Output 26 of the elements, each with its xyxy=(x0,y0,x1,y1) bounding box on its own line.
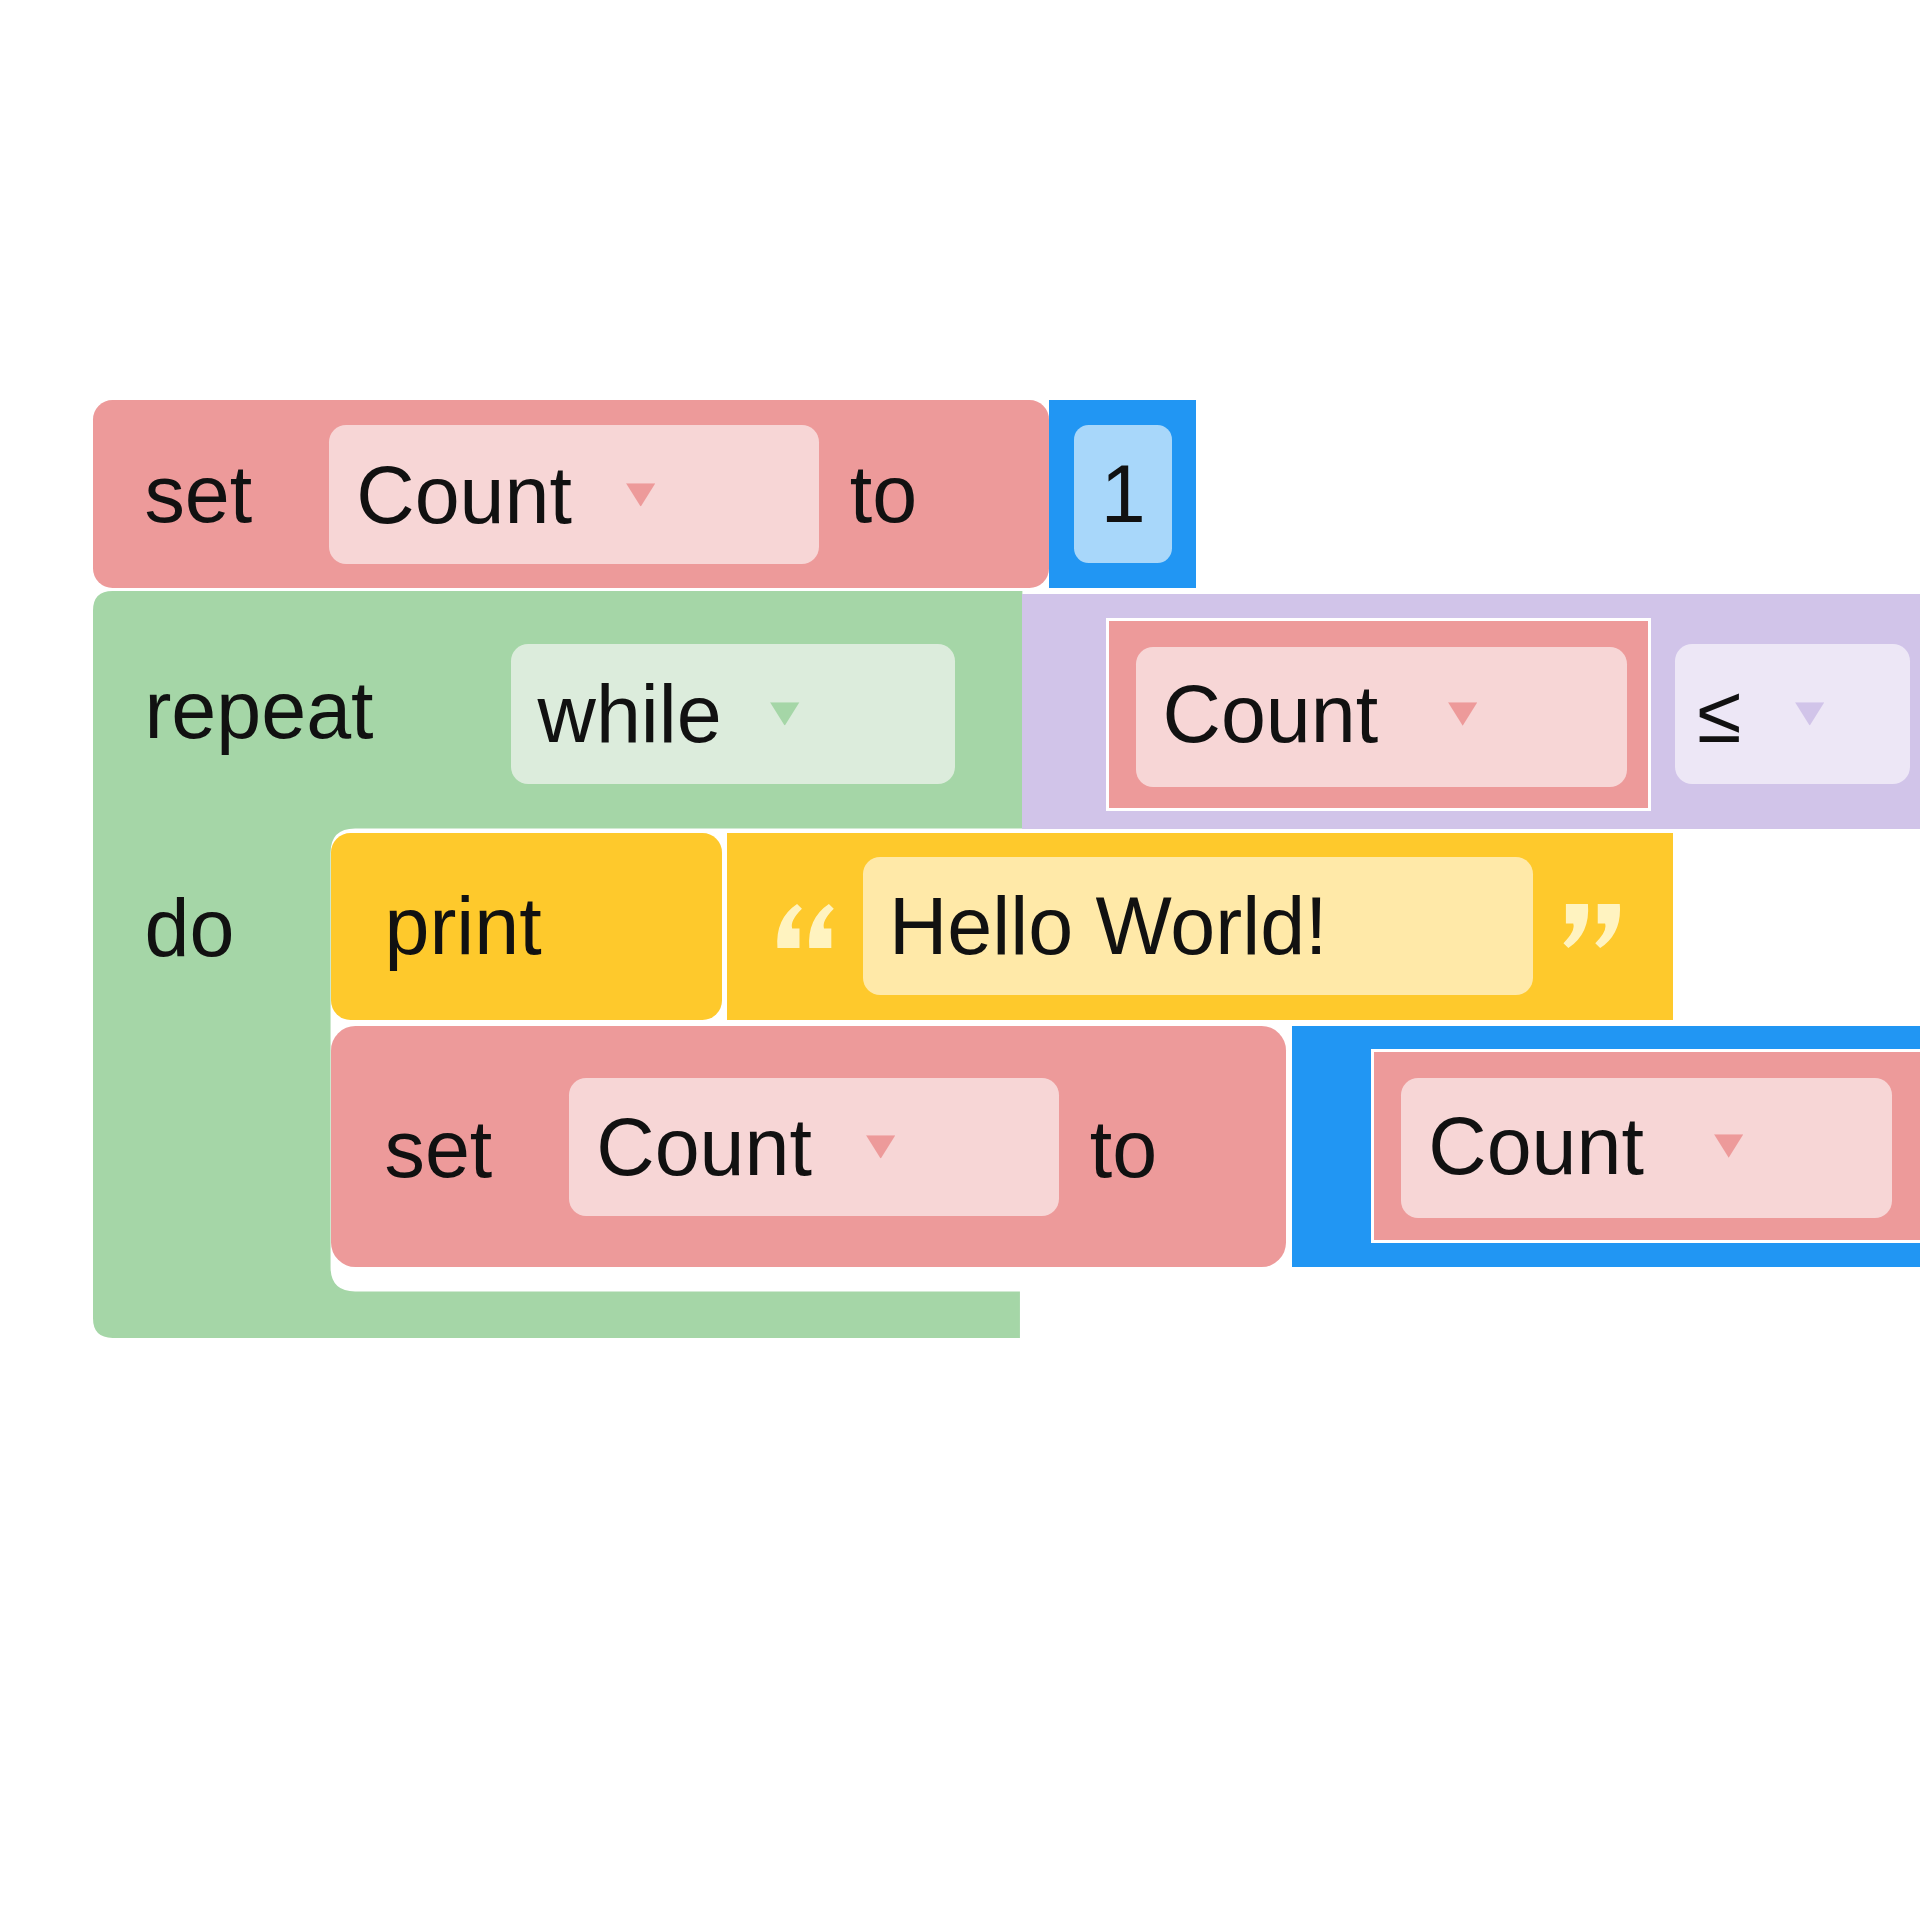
print-block xyxy=(330,832,723,1020)
keyword-text: to xyxy=(1089,1108,1158,1189)
keyword-text: do xyxy=(144,887,235,969)
dropdown-field xyxy=(569,1077,1060,1216)
dropdown-field xyxy=(1675,644,1911,784)
variable-block xyxy=(1371,1049,1920,1243)
field-text: Count xyxy=(1162,674,1379,755)
field-text: Count xyxy=(356,454,572,536)
keyword-text: 1 xyxy=(1100,453,1146,535)
compare-block xyxy=(1022,593,1920,829)
field-text: ≤ xyxy=(1697,673,1742,755)
dropdown-field xyxy=(510,644,956,784)
number-block xyxy=(1049,400,1197,588)
keyword-text: set xyxy=(144,453,253,535)
field-text: Count xyxy=(596,1106,812,1188)
field-text: Count xyxy=(1428,1105,1644,1187)
keyword-text: set xyxy=(384,1108,493,1189)
field-text: while xyxy=(537,673,722,755)
set-block xyxy=(330,1026,1286,1268)
dropdown-field xyxy=(329,424,820,565)
field-text: Hello World! xyxy=(888,885,1328,967)
variable-block xyxy=(1105,618,1651,811)
value-block xyxy=(1291,1026,1920,1268)
keyword-text: to xyxy=(849,453,918,535)
set-block xyxy=(93,400,1050,588)
text-block xyxy=(727,832,1673,1020)
